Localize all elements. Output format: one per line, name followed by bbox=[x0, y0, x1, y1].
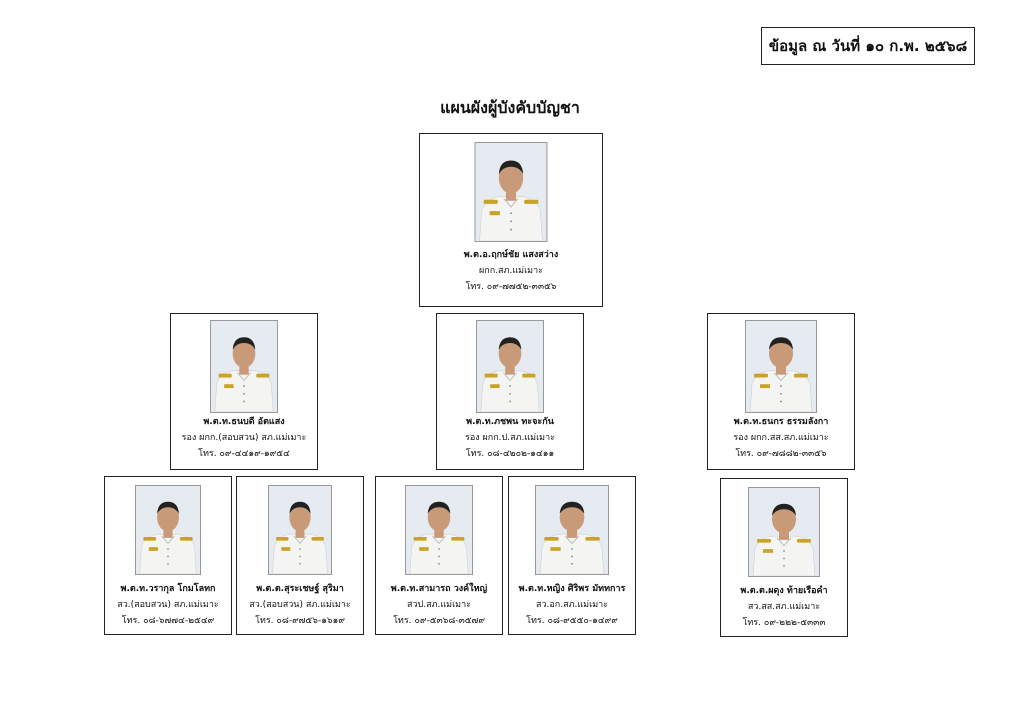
officer-name: พ.ต.ท.ภชพน ทะจะกัน bbox=[466, 417, 554, 427]
officer-position: รอง ผกก.สส.สภ.แม่เมาะ bbox=[733, 433, 829, 443]
officer-position: รอง ผกก.ป.สภ.แม่เมาะ bbox=[464, 433, 556, 443]
officer-phone: โทร. ๐๙-๒๒๒-๕๓๓๓ bbox=[742, 618, 826, 628]
officer-name: พ.ต.ต.สุระเชษฐ์ สุริมา bbox=[256, 584, 344, 594]
inspector-card: พ.ต.ท.สามารถ วงค์ใหญ่ สวป.สภ.แม่เมาะ โทร… bbox=[375, 476, 503, 635]
officer-phone: โทร. ๐๘-๖๗๗๔-๒๕๔๙ bbox=[121, 616, 215, 626]
officer-phone: โทร. ๐๘-๙๕๕๐-๑๔๙๙ bbox=[526, 616, 618, 626]
officer-position: รอง ผกก.(สอบสวน) สภ.แม่เมาะ bbox=[181, 433, 307, 443]
officer-name: พ.ต.ท.ธนกร ธรรมลังกา bbox=[733, 417, 829, 427]
officer-position: สว.สส.สภ.แม่เมาะ bbox=[747, 602, 821, 612]
officer-name: พ.ต.ต.ผดุง ท้ายเรือคำ bbox=[740, 586, 828, 596]
inspector-card: พ.ต.ท.หญิง ศิริพร มัททการ สว.อก.สภ.แม่เม… bbox=[508, 476, 636, 635]
inspector-card: พ.ต.ท.วรากุล โกมโลทก สว.(สอบสวน) สภ.แม่เ… bbox=[104, 476, 232, 635]
deputy-card: พ.ต.ท.ธนบดี อัตแสง รอง ผกก.(สอบสวน) สภ.แ… bbox=[170, 313, 318, 470]
inspector-card: พ.ต.ต.สุระเชษฐ์ สุริมา สว.(สอบสวน) สภ.แม… bbox=[236, 476, 364, 635]
inspector-card: พ.ต.ต.ผดุง ท้ายเรือคำ สว.สส.สภ.แม่เมาะ โ… bbox=[720, 478, 848, 637]
officer-phone: โทร. ๐๙-๕๓๖๘-๓๕๗๙ bbox=[393, 616, 485, 626]
commander-card: พ.ต.อ.ฤกษ์ชัย แสงสว่าง ผกก.สภ.แม่เมาะ โท… bbox=[419, 133, 603, 307]
officer-position: สว.(สอบสวน) สภ.แม่เมาะ bbox=[249, 600, 351, 610]
officer-name: พ.ต.อ.ฤกษ์ชัย แสงสว่าง bbox=[463, 250, 559, 260]
officer-position: สว.อก.สภ.แม่เมาะ bbox=[535, 600, 609, 610]
portrait-photo bbox=[748, 487, 820, 577]
officer-name: พ.ต.ท.สามารถ วงค์ใหญ่ bbox=[390, 584, 488, 594]
officer-phone: โทร. ๐๙-๗๗๕๒-๓๓๕๖ bbox=[465, 282, 557, 292]
portrait-photo bbox=[535, 485, 609, 575]
portrait-photo bbox=[135, 485, 201, 575]
portrait-photo bbox=[405, 485, 473, 575]
officer-name: พ.ต.ท.วรากุล โกมโลทก bbox=[120, 584, 216, 594]
officer-name: พ.ต.ท.หญิง ศิริพร มัททการ bbox=[518, 584, 626, 594]
officer-phone: โทร. ๐๘-๙๗๕๖-๑๖๑๙ bbox=[255, 616, 345, 626]
portrait-photo bbox=[268, 485, 332, 575]
portrait-photo bbox=[476, 320, 544, 413]
portrait-photo bbox=[745, 320, 817, 413]
officer-phone: โทร. ๐๙-๔๔๑๙-๑๙๕๔ bbox=[198, 449, 290, 459]
officer-position: สว.(สอบสวน) สภ.แม่เมาะ bbox=[117, 600, 219, 610]
date-label: ข้อมูล ณ วันที่ ๑๐ ก.พ. ๒๕๖๘ bbox=[761, 27, 975, 65]
deputy-card: พ.ต.ท.ธนกร ธรรมลังกา รอง ผกก.สส.สภ.แม่เม… bbox=[707, 313, 855, 470]
officer-position: ผกก.สภ.แม่เมาะ bbox=[479, 266, 543, 276]
portrait-photo bbox=[210, 320, 278, 413]
officer-phone: โทร. ๐๙-๗๘๘๒-๓๓๕๖ bbox=[735, 449, 827, 459]
deputy-card: พ.ต.ท.ภชพน ทะจะกัน รอง ผกก.ป.สภ.แม่เมาะ … bbox=[436, 313, 584, 470]
officer-position: สวป.สภ.แม่เมาะ bbox=[406, 600, 472, 610]
portrait-photo bbox=[474, 142, 548, 242]
officer-phone: โทร. ๐๘-๔๒๐๒-๑๔๑๑ bbox=[465, 449, 555, 459]
officer-name: พ.ต.ท.ธนบดี อัตแสง bbox=[203, 417, 285, 427]
page-title: แผนผังผู้บังคับบัญชา bbox=[440, 98, 580, 117]
